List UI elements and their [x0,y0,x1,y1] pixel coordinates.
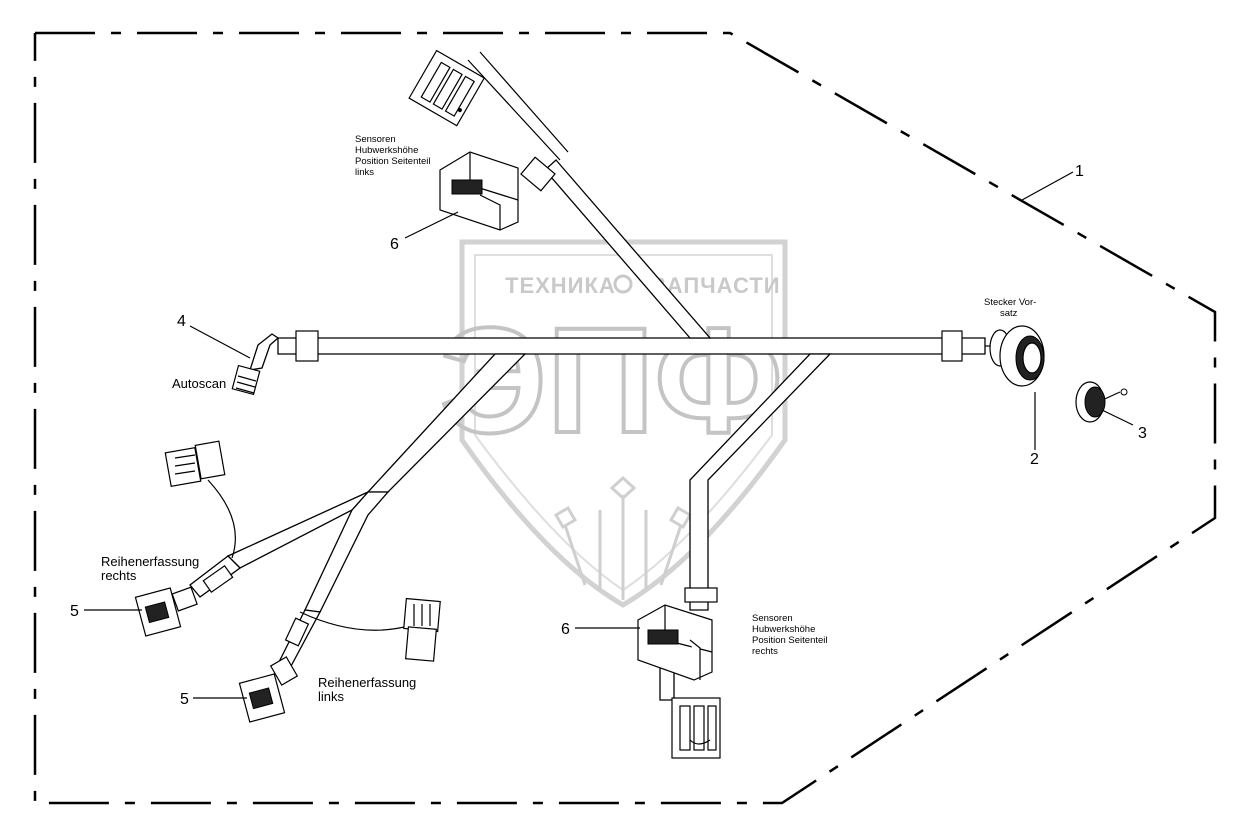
svg-text:rechts: rechts [752,646,778,657]
connector-sensor-right [637,604,713,681]
watermark-right-word: ЗАПЧАСТИ [652,273,781,298]
cable-sleeve [295,330,319,362]
svg-text:Reihenerfassung: Reihenerfassung [101,554,199,569]
main-harness [189,51,1121,701]
svg-text:rechts: rechts [101,568,137,583]
svg-text:Reihenerfassung: Reihenerfassung [318,675,416,690]
watermark: ТЕХНИКА ЗАПЧАСТИ ЭПФ [438,239,788,608]
connector-bottom [671,697,721,759]
callout-sensor-left: 6 [390,236,399,253]
wheat-icon [553,475,693,600]
connector-plug-upper [164,440,226,488]
svg-text:Hubwerkshöhe: Hubwerkshöhe [355,145,418,156]
gear-icon [613,274,633,294]
connector-sensor-left [439,151,519,231]
svg-text:Position Seitenteil: Position Seitenteil [752,635,828,646]
svg-text:Sensoren: Sensoren [752,613,793,624]
harness-boundary [33,31,1217,805]
svg-text:Hubwerkshöhe: Hubwerkshöhe [752,624,815,635]
svg-text:satz: satz [1000,308,1018,319]
leader-lines [84,171,1134,699]
connector-row-right [134,564,234,637]
cable-sleeve [941,330,963,362]
callout-plug: 2 [1030,451,1039,468]
watermark-left-word: ТЕХНИКА [505,273,616,298]
label-sensor-right: Sensoren Hubwerkshöhe Position Seitentei… [752,613,828,657]
label-sensor-left: Sensoren Hubwerkshöhe Position Seitentei… [355,134,431,178]
callout-cap: 3 [1138,425,1147,442]
connector-cap [1075,381,1128,423]
connector-top [408,49,486,127]
callout-row-right: 5 [70,603,79,620]
svg-text:links: links [318,689,345,704]
callout-row-left: 5 [180,691,189,708]
label-plug: Stecker Vor- satz [984,297,1036,319]
connector-autoscan [231,333,280,396]
label-autoscan: Autoscan [172,376,226,391]
label-row-left: Reihenerfassung links [318,675,416,704]
svg-text:Sensoren: Sensoren [355,134,396,145]
callout-sensor-right: 6 [561,621,570,638]
callout-harness: 1 [1075,163,1084,180]
label-row-right: Reihenerfassung rechts [101,554,199,583]
svg-text:Position Seitenteil: Position Seitenteil [355,156,431,167]
connector-stecker-vorsatz [989,325,1045,387]
connector-row-left [238,617,310,723]
svg-text:links: links [355,167,374,178]
connector-plug-lower [403,597,441,662]
callout-autoscan: 4 [177,313,186,330]
svg-text:Stecker Vor-: Stecker Vor- [984,297,1036,308]
